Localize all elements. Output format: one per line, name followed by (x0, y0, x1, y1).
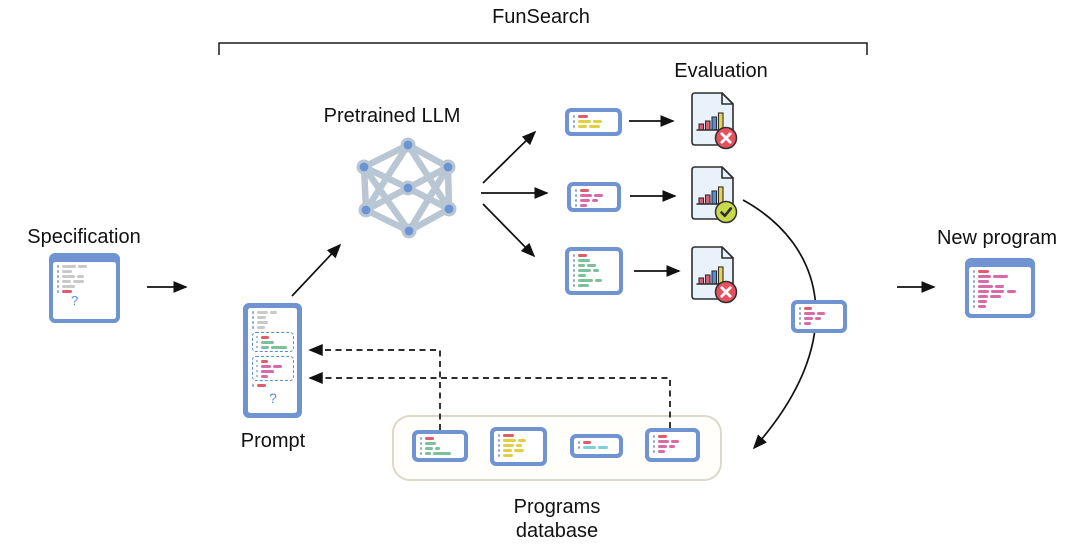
label-new-program: New program (936, 227, 1058, 249)
database-program-window-pink (645, 428, 700, 462)
database-program-window-green (412, 430, 468, 462)
evaluation-doc-fail-2 (691, 246, 738, 304)
database-program-window-yellow (490, 427, 547, 466)
question-mark: ? (71, 293, 79, 308)
label-programs: Programs (513, 496, 601, 518)
folded-corner-icon (721, 92, 734, 105)
label-specification: Specification (27, 226, 141, 248)
fail-badge-icon (714, 280, 738, 304)
sample-program-window-green (565, 247, 623, 295)
fail-badge-icon (714, 126, 738, 150)
arrow-llm-to-sample-3 (482, 203, 536, 258)
prompt-window-icon: ? (243, 303, 302, 418)
evolved-program-window (791, 300, 847, 333)
evaluation-doc-pass (691, 166, 738, 224)
specification-window-icon: ? (49, 253, 120, 323)
new-program-window-icon (965, 258, 1035, 318)
label-evaluation: Evaluation (674, 60, 768, 82)
arrow-llm-to-sample-1 (482, 130, 537, 184)
label-pretrained-llm: Pretrained LLM (323, 105, 461, 127)
dashed-arrow-database-to-prompt-1 (308, 344, 441, 430)
prompt-slot-green (252, 332, 294, 352)
title-funsearch: FunSearch (492, 6, 590, 28)
question-mark: ? (269, 390, 277, 406)
funsearch-bracket (218, 42, 868, 55)
folded-corner-icon (721, 246, 734, 259)
arrow-prompt-to-llm (291, 243, 342, 297)
database-program-window-cyan (570, 434, 623, 458)
label-prompt: Prompt (240, 430, 306, 452)
sample-program-window-pink (567, 182, 621, 212)
label-database: database (515, 520, 599, 542)
pass-badge-icon (714, 200, 738, 224)
sample-program-window-yellow (565, 108, 622, 136)
dashed-arrow-database-to-prompt-2 (308, 372, 671, 428)
prompt-slot-pink (252, 356, 294, 381)
evaluation-doc-fail-1 (691, 92, 738, 150)
folded-corner-icon (721, 166, 734, 179)
neural-network-icon (356, 137, 457, 239)
